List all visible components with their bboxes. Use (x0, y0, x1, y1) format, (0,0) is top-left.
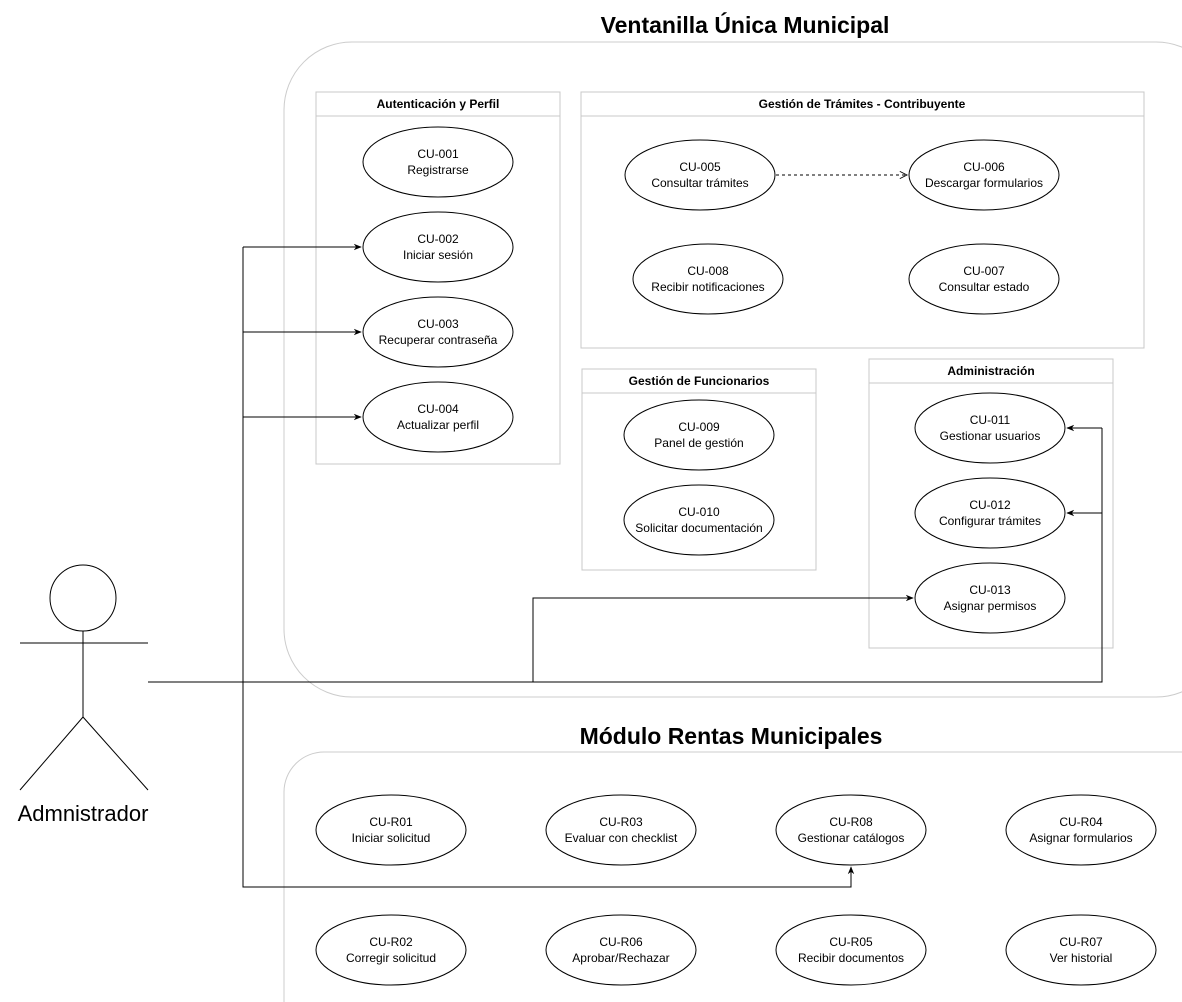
use-case-cur01[interactable]: CU-R01 Iniciar solicitud (315, 794, 467, 866)
use-case-code: CU-006 (963, 160, 1005, 174)
use-case-code: CU-R05 (829, 935, 873, 949)
use-case-code: CU-R03 (599, 815, 643, 829)
edge-actor-main (148, 428, 1103, 683)
use-case-label: Panel de gestión (654, 436, 743, 450)
use-case-cur07[interactable]: CU-R07 Ver historial (1005, 914, 1157, 986)
package-funcionarios: Gestión de Funcionarios (581, 368, 817, 571)
use-case-cur02[interactable]: CU-R02 Corregir solicitud (315, 914, 467, 986)
use-case-label: Gestionar usuarios (940, 429, 1041, 443)
use-case-code: CU-010 (678, 505, 720, 519)
use-case-label: Aprobar/Rechazar (572, 951, 669, 965)
use-case-label: Consultar trámites (651, 176, 748, 190)
edge-actor-cu013 (532, 594, 914, 682)
use-case-cu010[interactable]: CU-010 Solicitar documentación (623, 484, 775, 556)
use-case-label: Descargar formularios (925, 176, 1043, 190)
edge-actor-rentas-cur08 (242, 247, 855, 888)
use-case-label: Gestionar catálogos (798, 831, 905, 845)
use-case-code: CU-R06 (599, 935, 643, 949)
use-case-code: CU-005 (679, 160, 721, 174)
use-case-code: CU-002 (417, 232, 459, 246)
use-case-label: Consultar estado (939, 280, 1030, 294)
use-case-code: CU-008 (687, 264, 729, 278)
use-case-cu002[interactable]: CU-002 Iniciar sesión (362, 211, 514, 283)
use-case-code: CU-009 (678, 420, 720, 434)
use-case-label: Solicitar documentación (635, 521, 762, 535)
use-case-cu013[interactable]: CU-013 Asignar permisos (914, 562, 1066, 634)
use-case-cu004[interactable]: CU-004 Actualizar perfil (362, 381, 514, 453)
package-auth: Autenticación y Perfil (315, 91, 561, 465)
system-title-ventanilla: Ventanilla Única Municipal (601, 11, 890, 38)
use-case-cu007[interactable]: CU-007 Consultar estado (908, 243, 1060, 315)
use-case-cu006[interactable]: CU-006 Descargar formularios (908, 139, 1060, 211)
actor-administrador[interactable]: Admnistrador (18, 564, 149, 826)
package-admin: Administración (868, 358, 1114, 649)
use-case-code: CU-007 (963, 264, 1005, 278)
use-case-code: CU-013 (969, 583, 1011, 597)
system-boundary-ventanilla (283, 41, 1182, 698)
use-case-code: CU-003 (417, 317, 459, 331)
use-case-label: Ver historial (1050, 951, 1113, 965)
use-case-cu005[interactable]: CU-005 Consultar trámites (624, 139, 776, 211)
use-case-cur05[interactable]: CU-R05 Recibir documentos (775, 914, 927, 986)
use-case-cu012[interactable]: CU-012 Configurar trámites (914, 477, 1066, 549)
use-case-label: Asignar permisos (944, 599, 1037, 613)
use-case-code: CU-004 (417, 402, 459, 416)
use-case-code: CU-012 (969, 498, 1011, 512)
use-case-cu001[interactable]: CU-001 Registrarse (362, 126, 514, 198)
use-case-code: CU-R08 (829, 815, 873, 829)
package-title-tramites: Gestión de Trámites - Contribuyente (759, 97, 966, 111)
actor-head (49, 564, 117, 632)
use-case-cu008[interactable]: CU-008 Recibir notificaciones (632, 243, 784, 315)
use-case-cu009[interactable]: CU-009 Panel de gestión (623, 399, 775, 471)
package-tramites: Gestión de Trámites - Contribuyente (580, 91, 1145, 349)
use-case-label: Actualizar perfil (397, 418, 479, 432)
use-case-cur03[interactable]: CU-R03 Evaluar con checklist (545, 794, 697, 866)
package-title-auth: Autenticación y Perfil (377, 97, 500, 111)
use-case-cur04[interactable]: CU-R04 Asignar formularios (1005, 794, 1157, 866)
use-case-label: Recuperar contraseña (379, 333, 498, 347)
use-case-label: Configurar trámites (939, 514, 1041, 528)
package-title-admin: Administración (947, 364, 1034, 378)
use-case-label: Corregir solicitud (346, 951, 436, 965)
use-case-code: CU-R04 (1059, 815, 1103, 829)
system-title-rentas: Módulo Rentas Municipales (580, 723, 883, 749)
use-case-label: Iniciar sesión (403, 248, 473, 262)
actor-name: Admnistrador (18, 801, 149, 826)
use-case-cur08[interactable]: CU-R08 Gestionar catálogos (775, 794, 927, 866)
package-title-funcionarios: Gestión de Funcionarios (629, 374, 770, 388)
use-case-cu003[interactable]: CU-003 Recuperar contraseña (362, 296, 514, 368)
use-case-code: CU-011 (970, 413, 1011, 427)
use-case-cur06[interactable]: CU-R06 Aprobar/Rechazar (545, 914, 697, 986)
use-case-code: CU-R01 (369, 815, 413, 829)
use-case-label: Recibir notificaciones (651, 280, 764, 294)
use-case-label: Iniciar solicitud (352, 831, 431, 845)
use-case-code: CU-001 (417, 147, 459, 161)
use-case-label: Evaluar con checklist (565, 831, 678, 845)
use-case-code: CU-R02 (369, 935, 413, 949)
system-boundary-rentas (283, 751, 1182, 1002)
use-case-cu011[interactable]: CU-011 Gestionar usuarios (914, 392, 1066, 464)
use-case-label: Registrarse (407, 163, 469, 177)
use-case-label: Asignar formularios (1029, 831, 1132, 845)
use-case-code: CU-R07 (1059, 935, 1103, 949)
use-case-label: Recibir documentos (798, 951, 904, 965)
